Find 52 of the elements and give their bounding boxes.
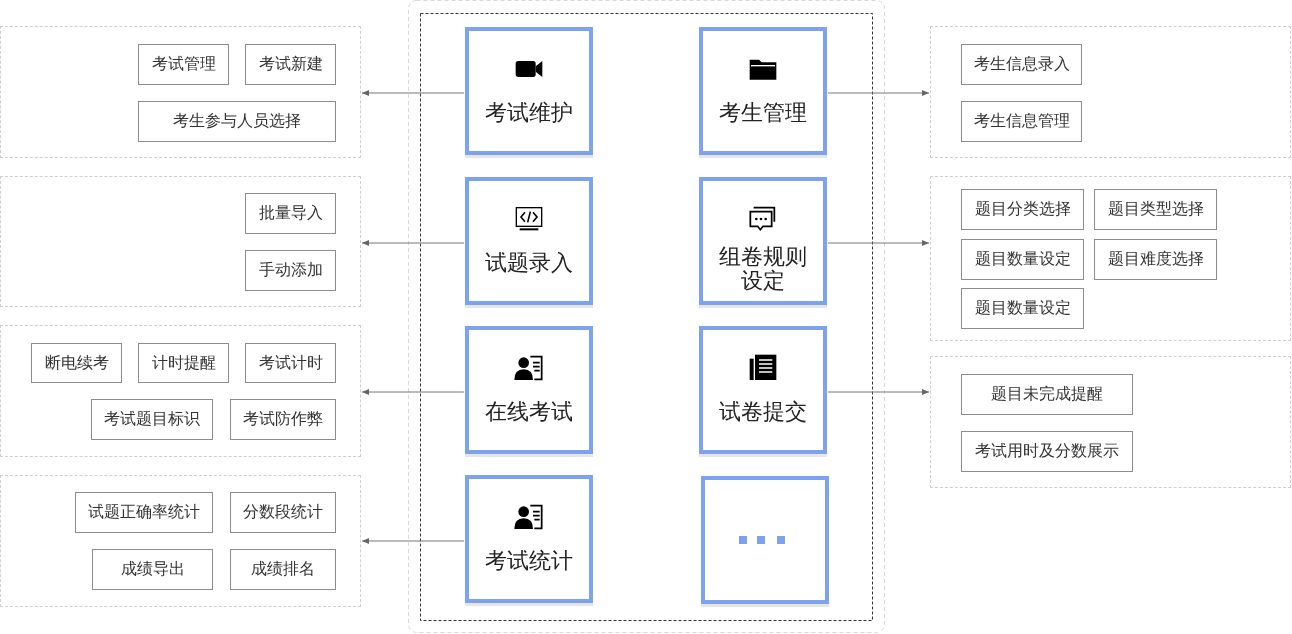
module-label: 在线考试 [484, 400, 574, 424]
arrow [827, 90, 930, 96]
module-box [465, 326, 593, 454]
panel [0, 26, 361, 158]
panel [0, 475, 361, 607]
module-label: 考生管理 [718, 101, 808, 125]
feature-box: 分数段统计 [230, 492, 336, 533]
feature-box: 考试用时及分数展示 [961, 431, 1133, 472]
feature-box: 批量导入 [245, 193, 336, 234]
module-box [465, 475, 593, 603]
feature-box: 考生参与人员选择 [138, 101, 336, 142]
module-box [699, 27, 827, 155]
module-box [701, 476, 829, 604]
module-label: 试题录入 [484, 251, 574, 275]
arrow [361, 90, 465, 96]
module-box [465, 27, 593, 155]
feature-box: 题目分类选择 [961, 189, 1084, 230]
module-label: 组卷规则设定 [719, 245, 807, 293]
feature-box: 考生信息管理 [961, 101, 1082, 142]
module-box [699, 326, 827, 454]
feature-box: 考试新建 [245, 44, 336, 85]
feature-box: 考试计时 [245, 343, 336, 383]
feature-box: 考试管理 [138, 44, 229, 85]
arrow [827, 240, 930, 246]
arrow [361, 389, 465, 395]
feature-box: 题目类型选择 [1094, 189, 1217, 230]
feature-box: 题目难度选择 [1094, 239, 1217, 280]
module-label: 考试统计 [484, 549, 574, 573]
feature-box: 考试防作弊 [230, 399, 336, 440]
feature-box: 成绩导出 [92, 549, 213, 590]
arrow [361, 240, 465, 246]
feature-box: 考试题目标识 [91, 399, 213, 440]
module-label: 考试维护 [484, 101, 574, 125]
panel [0, 176, 361, 307]
module-box [465, 177, 593, 305]
feature-box: 成绩排名 [230, 549, 336, 590]
arrow [827, 389, 930, 395]
panel [930, 26, 1291, 158]
panel [930, 176, 1291, 341]
feature-box: 题目数量设定 [961, 288, 1084, 329]
feature-box: 试题正确率统计 [75, 492, 213, 533]
arrow [361, 538, 465, 544]
feature-box: 题目数量设定 [961, 239, 1084, 280]
module-box [699, 177, 827, 305]
feature-box: 手动添加 [245, 250, 336, 291]
feature-box: 题目未完成提醒 [961, 374, 1133, 415]
feature-box: 断电续考 [31, 343, 122, 383]
module-label: 试卷提交 [718, 400, 808, 424]
panel [930, 356, 1291, 488]
feature-box: 计时提醒 [138, 343, 229, 383]
panel [0, 325, 361, 457]
feature-box: 考生信息录入 [961, 44, 1082, 85]
